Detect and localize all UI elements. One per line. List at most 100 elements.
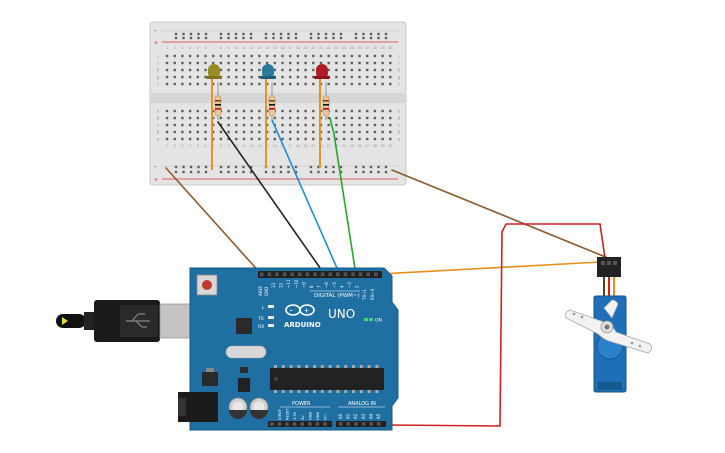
row-letter: a	[157, 137, 160, 142]
digital-pin-label: ~3	[347, 282, 352, 288]
servo-motor[interactable]	[565, 257, 652, 393]
row-letter: c	[398, 123, 401, 128]
resistor-2	[268, 95, 276, 117]
power-pin-label: GND	[308, 412, 312, 420]
wire-green	[329, 117, 357, 276]
wire-brown-right	[391, 169, 609, 259]
column-number: 17	[288, 144, 292, 148]
wire-red-power	[387, 223, 606, 427]
digital-pin-label: 7	[317, 285, 322, 288]
wire-black	[217, 121, 326, 276]
digital-pin-label: 2	[355, 285, 360, 288]
svg-text:+: +	[304, 308, 309, 315]
column-number: 8	[220, 46, 222, 50]
row-letter: c	[157, 123, 160, 128]
digital-pin-label: ~11	[286, 279, 291, 288]
row-letter: b	[157, 130, 160, 135]
column-number: 15	[273, 144, 277, 148]
row-letter: a	[398, 137, 401, 142]
column-number: 29	[381, 144, 385, 148]
wire-blue	[271, 119, 341, 276]
power-pin-label: Vin	[324, 414, 328, 420]
led-red[interactable]	[314, 64, 330, 79]
column-number: 6	[205, 144, 207, 148]
column-number: 24	[342, 46, 346, 50]
icsp-header	[238, 378, 250, 392]
column-number: 13	[257, 46, 261, 50]
column-number: 5	[197, 46, 199, 50]
digital-pin-label: 4	[339, 285, 344, 288]
l-label: L	[262, 305, 265, 311]
power-pin-label: GND	[316, 412, 320, 420]
capacitor-left	[228, 397, 248, 419]
analog-pin-label: A3	[361, 413, 366, 419]
wire-brown-left	[165, 167, 263, 276]
column-number: 12	[250, 144, 254, 148]
column-number: 7	[212, 144, 214, 148]
column-number: 14	[265, 144, 269, 148]
gnd-label: GND	[264, 287, 269, 296]
column-number: 1	[166, 144, 168, 148]
analog-pin-label: A1	[346, 413, 351, 419]
column-number: 11	[242, 144, 246, 148]
row-letter: b	[398, 130, 401, 135]
svg-text:-: -	[290, 308, 293, 315]
power-pin-label: 5V	[301, 415, 305, 420]
power-pin-label: 3.3V	[293, 411, 297, 420]
row-letter: d	[157, 116, 160, 121]
analog-pin-label: A4	[368, 413, 373, 419]
resistor-1	[214, 95, 222, 117]
arduino-logo: - +	[285, 304, 315, 316]
small-chip	[240, 367, 248, 373]
analog-pin-label: A5	[376, 413, 381, 419]
led-blue[interactable]	[260, 64, 276, 79]
led-circuits	[206, 64, 330, 170]
tx-label: TX	[257, 316, 264, 322]
column-number: 26	[358, 144, 362, 148]
row-letter: f	[157, 82, 159, 87]
reset-button[interactable]	[196, 274, 218, 296]
column-number: 22	[327, 46, 331, 50]
analog-label: ANALOG IN	[348, 401, 376, 407]
column-number: 30	[388, 46, 392, 50]
rail-plus-label: +	[154, 40, 158, 47]
power-label: POWER	[292, 401, 311, 407]
column-number: 20	[311, 46, 315, 50]
row-letter: e	[398, 109, 401, 114]
wire-orange-signal	[361, 261, 601, 276]
breadboard-holes	[165, 32, 392, 174]
digital-pin-label: ~9	[301, 282, 306, 288]
column-number: 18	[296, 46, 300, 50]
column-number: 29	[381, 46, 385, 50]
aref-label: AREF	[258, 285, 263, 296]
column-number: 15	[273, 46, 277, 50]
column-number: 9	[228, 46, 230, 50]
model-label: UNO	[328, 307, 355, 321]
column-number: 30	[388, 144, 392, 148]
power-pin-label: IOREF	[278, 409, 282, 420]
servo-connector	[597, 257, 621, 277]
column-number: 16	[281, 46, 285, 50]
row-letter: e	[157, 109, 160, 114]
column-number: 23	[334, 46, 338, 50]
column-number: 3	[181, 46, 183, 50]
row-letter: f	[398, 82, 400, 87]
servo-horn[interactable]	[565, 299, 652, 354]
column-number: 27	[365, 144, 369, 148]
column-number: 8	[220, 144, 222, 148]
digital-pin-label: ~5	[332, 282, 337, 288]
digital-pin-label: ~10	[294, 279, 299, 288]
digital-pin-label: TX→1	[362, 288, 367, 301]
bottom-header-pins	[270, 422, 381, 426]
row-letter: g	[157, 75, 160, 80]
row-letter: h	[398, 68, 401, 73]
column-number: 12	[250, 46, 254, 50]
column-number: 11	[242, 46, 246, 50]
led-yellow[interactable]	[206, 64, 222, 79]
digital-pin-label: ~6	[324, 282, 329, 288]
rail-minus-label: -	[154, 28, 157, 35]
